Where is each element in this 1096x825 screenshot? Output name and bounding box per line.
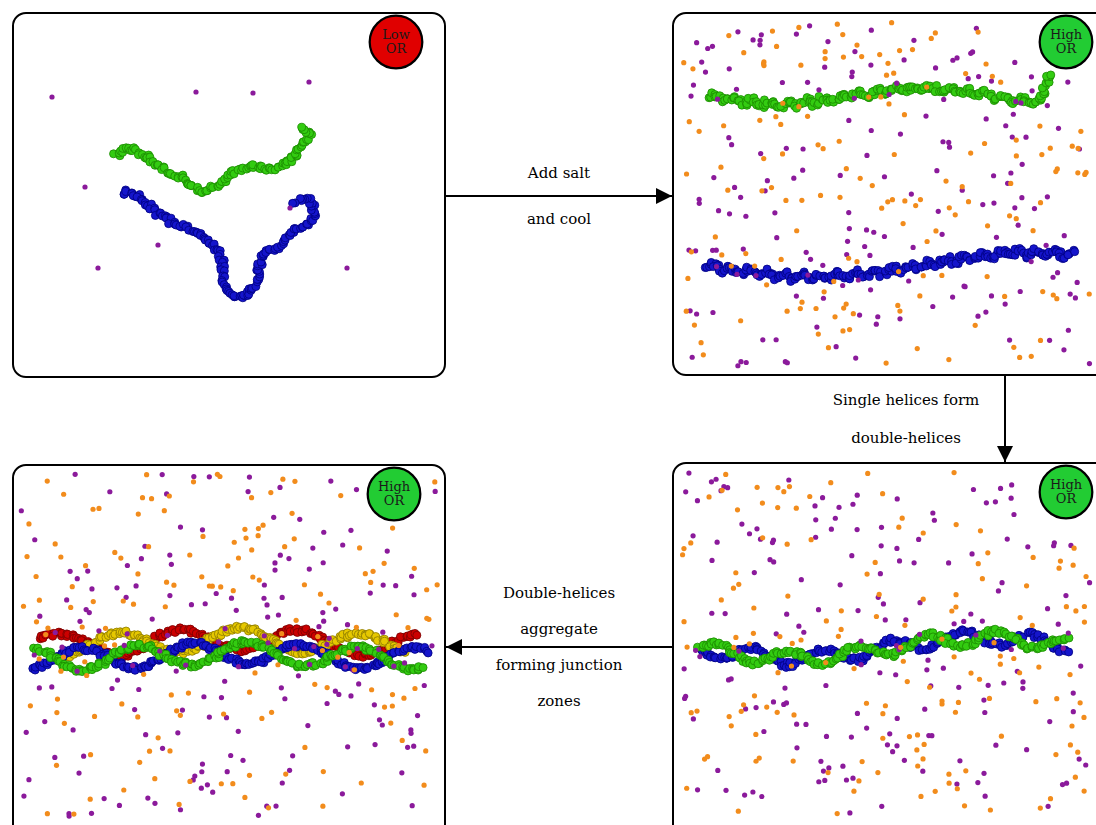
ion — [906, 278, 911, 283]
ion — [869, 28, 874, 33]
polymer-chain — [110, 123, 316, 196]
ion — [729, 142, 734, 147]
ion — [699, 60, 704, 65]
ion — [940, 232, 945, 237]
ion — [287, 205, 292, 210]
ion — [727, 66, 732, 71]
polymer-chain — [120, 186, 320, 302]
polymer-chain — [697, 626, 1073, 672]
ion — [840, 283, 845, 288]
polymer-chain — [57, 622, 409, 661]
ion — [155, 242, 160, 247]
ion — [95, 265, 100, 270]
polymer-chain — [701, 244, 1078, 285]
residue — [1047, 71, 1055, 79]
ion-group — [49, 79, 349, 270]
ion — [1045, 194, 1050, 199]
ion-group — [686, 23, 1092, 368]
residue — [424, 649, 432, 657]
residue — [1065, 648, 1073, 656]
ion — [344, 265, 349, 270]
residue — [793, 104, 801, 112]
polymer-chain — [694, 625, 1073, 669]
polymer-chain — [36, 624, 421, 661]
ion — [849, 74, 854, 79]
ion — [49, 94, 54, 99]
ion — [867, 253, 872, 258]
ion — [1055, 270, 1060, 275]
ion — [250, 90, 255, 95]
ion — [741, 247, 746, 252]
residue — [413, 631, 421, 639]
ion — [743, 214, 748, 219]
ion — [1007, 337, 1012, 342]
ion — [804, 250, 809, 255]
ion — [820, 263, 825, 268]
polymer-chain — [30, 637, 428, 676]
ion — [306, 79, 311, 84]
polymer-chain — [29, 638, 432, 674]
ion — [82, 184, 87, 189]
ion — [734, 87, 739, 92]
ion — [694, 40, 699, 45]
ion — [1013, 99, 1018, 104]
ion — [193, 89, 198, 94]
residue — [298, 123, 306, 131]
residue — [1071, 248, 1079, 256]
polymer-chain — [705, 71, 1055, 112]
ion — [875, 314, 880, 319]
residue — [419, 664, 427, 672]
ion — [882, 234, 887, 239]
